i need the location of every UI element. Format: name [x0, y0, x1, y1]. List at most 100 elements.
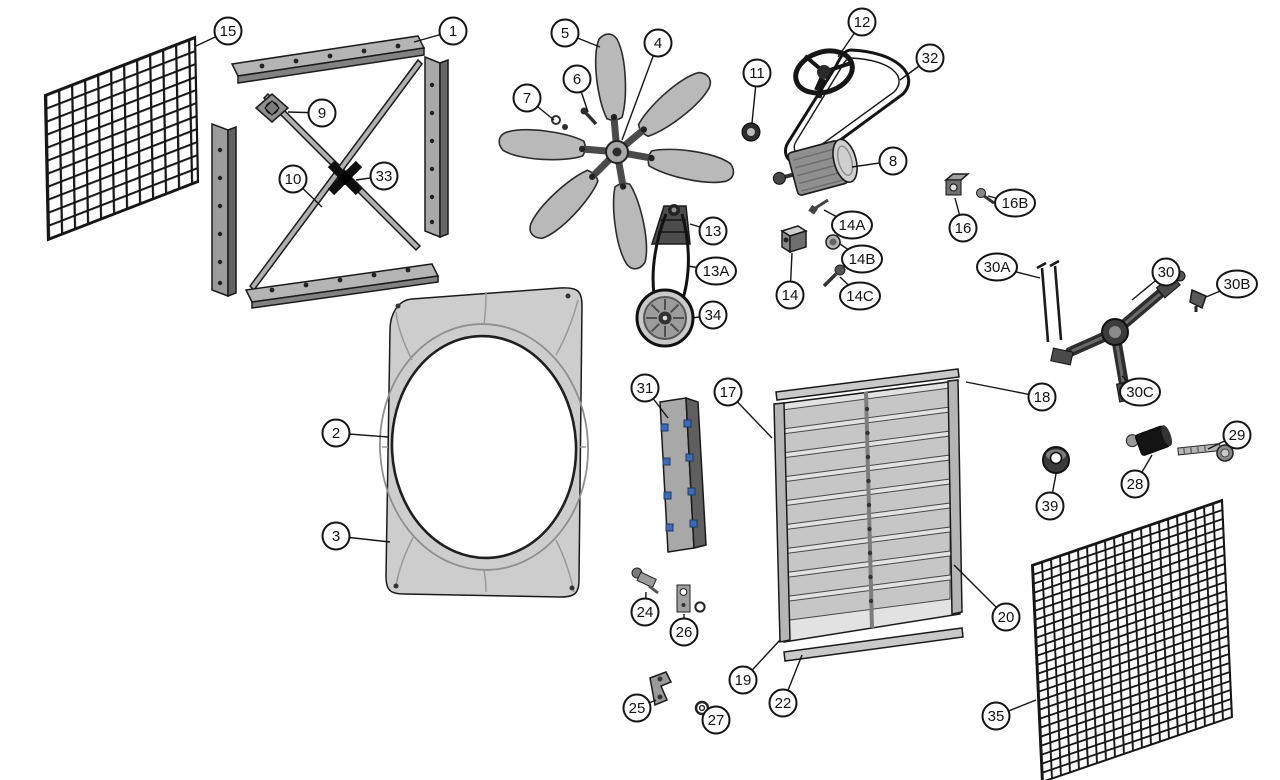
callout-label: 15 — [220, 23, 237, 40]
callout-balloon — [701, 705, 731, 735]
callout-balloon — [622, 693, 652, 723]
callout-label: 6 — [573, 71, 581, 88]
callout-27: 27 — [701, 705, 731, 735]
motor-mount-group — [1036, 259, 1207, 403]
callout-28: 28 — [1120, 469, 1150, 499]
callout-label: 24 — [637, 604, 654, 621]
shutter-assembly — [773, 368, 964, 662]
fan-assembly — [497, 32, 737, 272]
motor-base-hardware — [780, 198, 846, 288]
callout-label: 7 — [523, 90, 531, 107]
callout-label: 28 — [1127, 476, 1144, 493]
callout-balloon — [550, 18, 580, 48]
callout-29: 29 — [1222, 420, 1252, 450]
callout-balloon — [1119, 377, 1161, 407]
callout-label: 19 — [735, 672, 752, 689]
callout-label: 8 — [889, 153, 897, 170]
callout-35: 35 — [981, 701, 1011, 731]
callout-balloon — [369, 161, 399, 191]
fan-blade — [607, 180, 653, 272]
callout-label: 12 — [854, 14, 871, 31]
callout-label: 20 — [998, 609, 1015, 626]
callout-balloon — [1035, 491, 1065, 521]
drive-group — [741, 48, 910, 196]
callout-balloon — [981, 701, 1011, 731]
center-clamp-33 — [327, 160, 363, 196]
callout-label: 11 — [749, 65, 765, 82]
callout-balloon — [213, 16, 243, 46]
callout-14: 14 — [775, 280, 805, 310]
frame-left-rail — [211, 122, 237, 298]
callout-label: 13A — [703, 263, 730, 280]
shaft-bushing-11 — [741, 122, 761, 142]
callout-30A: 30A — [976, 252, 1018, 282]
callout-balloon — [1222, 420, 1252, 450]
callout-1: 1 — [438, 16, 468, 46]
callout-17: 17 — [713, 377, 743, 407]
callout-balloon — [1216, 269, 1258, 299]
callout-label: 34 — [705, 307, 722, 324]
motor-8 — [772, 138, 858, 196]
callout-label: 13 — [705, 223, 722, 240]
callout-label: 26 — [676, 624, 693, 641]
bracket-16 — [943, 173, 971, 196]
callout-label: 3 — [332, 528, 340, 545]
callout-balloon — [321, 418, 351, 448]
callout-balloon — [643, 28, 673, 58]
bolt-29 — [1177, 443, 1234, 462]
callout-balloon — [915, 43, 945, 73]
callout-33: 33 — [369, 161, 399, 191]
callout-label: 1 — [449, 23, 457, 40]
callout-balloon — [775, 280, 805, 310]
callout-5: 5 — [550, 18, 580, 48]
callout-balloon — [321, 521, 351, 551]
bracket-30b — [1189, 288, 1207, 312]
callout-label: 9 — [318, 105, 326, 122]
callout-11: 11 — [742, 58, 772, 88]
callout-18: 18 — [1027, 382, 1057, 412]
bolt-14a — [808, 198, 829, 215]
corner-plate-9 — [254, 93, 290, 123]
callout-20: 20 — [991, 602, 1021, 632]
tensioner-and-pulley — [635, 204, 695, 348]
callout-label: 33 — [376, 168, 393, 185]
frame-assembly — [211, 35, 449, 309]
handwheel-pulley-12 — [793, 48, 855, 99]
callout-label: 14 — [782, 287, 799, 304]
callout-39: 39 — [1035, 491, 1065, 521]
callout-14A: 14A — [831, 210, 873, 240]
mount-rods-30a — [1036, 259, 1063, 343]
bracket-14 — [780, 225, 808, 254]
callout-label: 10 — [285, 171, 302, 188]
callout-16: 16 — [948, 213, 978, 243]
callout-leader-4 — [621, 42, 659, 141]
callout-balloon — [742, 58, 772, 88]
frame-right-rail — [424, 55, 449, 239]
callout-30: 30 — [1151, 257, 1181, 287]
shutter-top-bar-18 — [775, 368, 960, 401]
callouts-layer: 1234567891011121313A1414A14B14C151616B17… — [195, 7, 1258, 735]
callout-label: 25 — [629, 700, 646, 717]
callout-balloon — [839, 281, 881, 311]
callout-label: 14A — [839, 217, 866, 234]
callout-balloon — [512, 83, 542, 113]
shutter-left-rail-17 — [773, 402, 791, 643]
hub-bolt-6 — [580, 107, 598, 126]
callout-14B: 14B — [841, 244, 883, 274]
fan-hub — [578, 113, 655, 190]
hub-washers-7 — [551, 115, 568, 130]
callout-22: 22 — [768, 688, 798, 718]
venturi-panel — [379, 287, 589, 598]
callout-label: 29 — [1229, 427, 1246, 444]
callout-balloon — [438, 16, 468, 46]
callout-4: 4 — [643, 28, 673, 58]
callout-7: 7 — [512, 83, 542, 113]
callout-label: 4 — [654, 35, 662, 52]
callout-balloon — [669, 617, 699, 647]
callout-balloon — [698, 300, 728, 330]
callout-25: 25 — [622, 693, 652, 723]
callout-30B: 30B — [1216, 269, 1258, 299]
callout-balloon — [994, 188, 1036, 218]
guard-screen-right — [1030, 498, 1234, 780]
